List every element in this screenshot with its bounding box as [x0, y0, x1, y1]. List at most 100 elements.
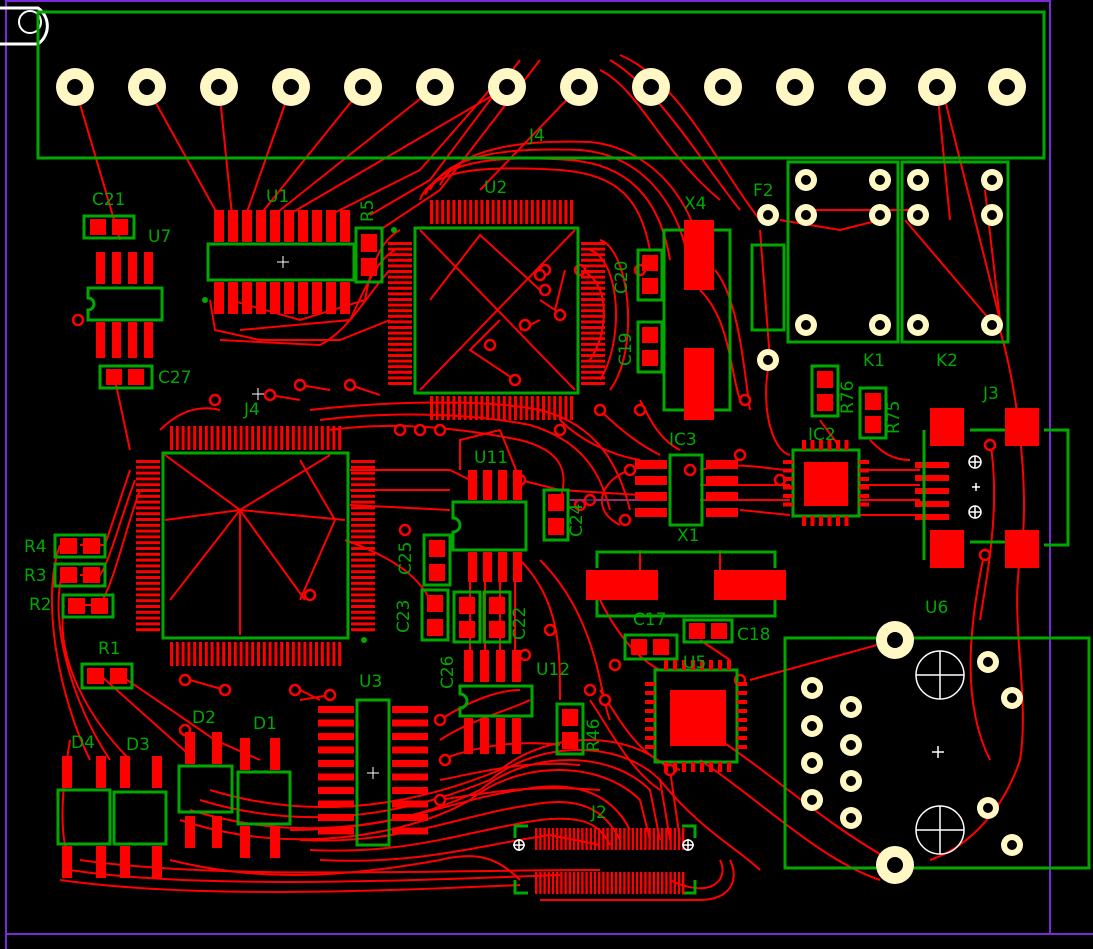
pad — [245, 426, 249, 450]
pad — [783, 494, 793, 498]
u3-chip — [318, 698, 428, 847]
pad — [351, 616, 375, 620]
pad — [810, 440, 815, 450]
pad — [669, 872, 672, 894]
pad — [802, 440, 806, 450]
pad — [635, 828, 639, 850]
pad — [602, 828, 605, 850]
pad — [810, 516, 815, 526]
pad — [204, 426, 208, 450]
pad — [136, 523, 160, 527]
pad — [291, 426, 295, 450]
pad — [627, 828, 630, 850]
pad — [469, 200, 473, 224]
pad — [435, 200, 439, 224]
pad — [572, 872, 576, 894]
pad — [388, 376, 412, 380]
pad — [170, 642, 173, 666]
d3-diode — [112, 756, 168, 878]
pad — [581, 309, 605, 313]
pad — [542, 396, 545, 420]
pad — [783, 468, 793, 473]
pad — [388, 348, 412, 352]
pad — [136, 587, 160, 591]
pad — [315, 642, 318, 666]
pad — [216, 426, 220, 450]
pad — [332, 642, 336, 666]
pad — [737, 700, 747, 704]
pad — [351, 489, 375, 492]
pad — [556, 872, 559, 894]
pad — [836, 440, 840, 450]
pad — [332, 426, 336, 450]
pad — [577, 872, 580, 894]
pad — [193, 426, 197, 450]
pad — [570, 200, 573, 224]
pad — [351, 570, 375, 574]
pad — [543, 872, 546, 894]
pad — [491, 200, 495, 224]
pad — [318, 800, 354, 808]
pad — [623, 872, 626, 894]
u1-chip — [206, 210, 356, 314]
pad — [351, 523, 375, 527]
pad — [535, 872, 538, 894]
pad — [564, 872, 567, 894]
pad — [581, 872, 584, 894]
c17-capacitor — [623, 633, 679, 661]
pad — [491, 396, 495, 420]
pad — [568, 872, 571, 894]
pad — [530, 200, 534, 224]
pad — [318, 733, 354, 740]
pad — [388, 258, 412, 262]
pad — [446, 200, 450, 224]
pad — [318, 787, 354, 794]
pad — [297, 642, 301, 666]
pad — [543, 828, 546, 850]
pad — [210, 426, 214, 450]
pad — [859, 494, 869, 498]
pad — [539, 828, 542, 850]
pad — [297, 426, 301, 450]
pad — [564, 828, 567, 850]
pad — [737, 682, 747, 686]
pad — [645, 727, 655, 731]
pad — [645, 718, 655, 722]
pad — [388, 275, 412, 279]
pad — [351, 628, 375, 632]
pad — [682, 828, 685, 850]
pad — [388, 247, 412, 251]
pad — [136, 518, 160, 521]
pad — [673, 872, 676, 894]
pad — [309, 642, 313, 666]
pad — [614, 872, 618, 894]
pad — [859, 485, 869, 490]
u7-chip — [86, 252, 164, 358]
pad — [581, 359, 605, 363]
c18-capacitor — [682, 618, 734, 644]
pad — [581, 264, 605, 268]
pad — [274, 426, 278, 450]
r1-resistor — [80, 662, 134, 690]
pad — [737, 718, 747, 722]
pad — [136, 460, 160, 463]
pad — [631, 872, 634, 894]
pad — [136, 593, 160, 597]
pad — [635, 872, 639, 894]
pad — [222, 642, 226, 666]
pad — [388, 331, 412, 335]
pad — [245, 642, 249, 666]
pad — [700, 660, 704, 670]
pad — [581, 253, 605, 257]
pad — [652, 828, 655, 850]
ic3-chip — [635, 453, 738, 527]
pad — [452, 396, 456, 420]
c21-capacitor — [82, 214, 136, 240]
pad — [228, 642, 231, 666]
x4-crystal — [662, 220, 732, 420]
pad — [392, 706, 428, 713]
pad — [136, 599, 160, 603]
r76-resistor — [810, 364, 840, 418]
pad — [388, 286, 412, 290]
pad — [859, 468, 869, 473]
